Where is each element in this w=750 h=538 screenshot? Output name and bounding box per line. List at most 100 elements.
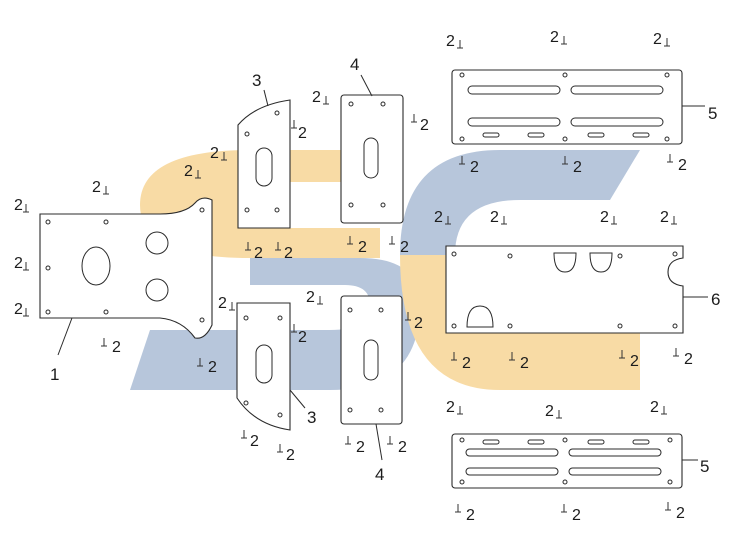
svg-text:2: 2 bbox=[520, 355, 529, 372]
svg-text:2: 2 bbox=[466, 507, 475, 524]
svg-text:2: 2 bbox=[550, 29, 559, 46]
bolt-callout: 2 bbox=[667, 154, 687, 174]
svg-text:2: 2 bbox=[210, 145, 219, 162]
svg-text:2: 2 bbox=[306, 289, 315, 306]
bolt-callout: 2 bbox=[562, 156, 582, 176]
bolt-callout: 2 bbox=[345, 436, 365, 456]
bolt-callout: 2 bbox=[92, 179, 109, 196]
bolt-callout: 2 bbox=[245, 242, 263, 262]
part-5-lower-slot-1 bbox=[465, 448, 559, 457]
svg-text:2: 2 bbox=[400, 239, 409, 256]
svg-text:2: 2 bbox=[600, 209, 609, 226]
bolt-callout: 2 bbox=[650, 399, 667, 416]
part-3-upper-label: 3 bbox=[252, 71, 261, 90]
part-1-mount-holes bbox=[45, 207, 205, 323]
part-4-upper-bracket: 4 bbox=[340, 55, 404, 224]
svg-text:2: 2 bbox=[14, 197, 23, 214]
bolt-callout: 2 bbox=[459, 156, 479, 176]
part-3-upper-bracket: 3 bbox=[237, 71, 291, 229]
svg-text:2: 2 bbox=[184, 163, 193, 180]
part-6-plate: 6 bbox=[445, 245, 720, 334]
bolt-callout: 2 bbox=[389, 236, 409, 256]
part-5-lower-slot-2 bbox=[568, 448, 662, 457]
svg-text:2: 2 bbox=[14, 301, 23, 318]
svg-text:2: 2 bbox=[676, 505, 685, 522]
bolt-callout: 2 bbox=[446, 399, 463, 416]
svg-text:2: 2 bbox=[650, 399, 659, 416]
part-4-lower-bracket: 4 bbox=[340, 295, 403, 484]
part-6-outline bbox=[445, 245, 684, 334]
svg-text:2: 2 bbox=[684, 351, 693, 368]
svg-text:2: 2 bbox=[470, 159, 479, 176]
bolt-callout: 2 bbox=[561, 504, 581, 524]
svg-text:2: 2 bbox=[218, 295, 227, 312]
part-3-upper-slot bbox=[255, 147, 273, 187]
part-5-upper-label: 5 bbox=[708, 104, 717, 123]
svg-text:2: 2 bbox=[678, 157, 687, 174]
svg-text:2: 2 bbox=[572, 507, 581, 524]
svg-text:2: 2 bbox=[630, 353, 639, 370]
bolt-callout: 2 bbox=[550, 29, 567, 46]
bolt-callout: 2 bbox=[434, 209, 451, 226]
bolt-callout: 2 bbox=[210, 145, 227, 162]
bolt-callout: 2 bbox=[291, 120, 307, 142]
bolt-callout: 2 bbox=[405, 312, 423, 332]
part-5-lower-slot-3 bbox=[465, 467, 559, 476]
bolt-callout: 2 bbox=[490, 209, 507, 226]
svg-text:2: 2 bbox=[573, 159, 582, 176]
svg-text:2: 2 bbox=[312, 89, 321, 106]
svg-text:2: 2 bbox=[286, 447, 295, 464]
part-3-lower-slot bbox=[255, 344, 273, 384]
bolt-callout: 2 bbox=[673, 348, 693, 368]
bolt-callout: 2 bbox=[218, 295, 235, 312]
part-6-label: 6 bbox=[711, 290, 720, 309]
bolt-callout: 2 bbox=[653, 31, 670, 48]
bolt-callout: 2 bbox=[312, 89, 329, 106]
bolt-callout: 2 bbox=[184, 163, 201, 180]
svg-text:2: 2 bbox=[420, 117, 429, 134]
svg-text:2: 2 bbox=[250, 433, 259, 450]
bolt-callout: 2 bbox=[14, 301, 29, 318]
svg-text:2: 2 bbox=[414, 315, 423, 332]
svg-text:2: 2 bbox=[490, 209, 499, 226]
part-6-cutout-2 bbox=[589, 252, 613, 273]
bolt-callout: 2 bbox=[451, 352, 471, 372]
bolt-callout: 2 bbox=[387, 436, 407, 456]
bolt-callout: 2 bbox=[411, 114, 429, 134]
svg-text:2: 2 bbox=[358, 239, 367, 256]
svg-text:2: 2 bbox=[462, 355, 471, 372]
bolt-callouts: 2 2 2 2 2 2 2 2 2 2 2 2 2 2 2 2 2 2 2 2 … bbox=[14, 29, 693, 524]
svg-text:2: 2 bbox=[92, 179, 101, 196]
bolt-callout: 2 bbox=[14, 197, 29, 214]
svg-text:2: 2 bbox=[398, 439, 407, 456]
bolt-callout: 2 bbox=[619, 350, 639, 370]
bolt-callout: 2 bbox=[306, 289, 323, 306]
part-4-upper-slot bbox=[363, 137, 379, 179]
part-5-upper-slot-2 bbox=[570, 85, 664, 95]
svg-text:2: 2 bbox=[434, 209, 443, 226]
svg-text:2: 2 bbox=[284, 245, 293, 262]
bolt-callout: 2 bbox=[545, 403, 562, 420]
part-3-lower-bracket: 3 bbox=[236, 302, 316, 431]
svg-text:2: 2 bbox=[298, 125, 307, 142]
part-1-outline bbox=[39, 197, 213, 339]
bolt-callout: 2 bbox=[446, 33, 463, 50]
svg-text:2: 2 bbox=[208, 359, 217, 376]
bolt-callout: 2 bbox=[347, 236, 367, 256]
svg-text:2: 2 bbox=[254, 245, 263, 262]
bolt-callout: 2 bbox=[665, 502, 685, 522]
bolt-callout: 2 bbox=[600, 209, 617, 226]
part-1-label: 1 bbox=[50, 365, 59, 384]
part-3-lower-label: 3 bbox=[307, 408, 316, 427]
part-5-lower-plate: 5 bbox=[451, 433, 709, 489]
bolt-callout: 2 bbox=[101, 338, 121, 356]
part-1-round-hole-bottom bbox=[145, 278, 169, 302]
bolt-callout: 2 bbox=[660, 209, 677, 226]
part-6-cutout-3 bbox=[466, 305, 494, 328]
bolt-callout: 2 bbox=[455, 504, 475, 524]
part-4-lower-label: 4 bbox=[375, 465, 384, 484]
bolt-callout: 2 bbox=[241, 430, 259, 450]
svg-text:2: 2 bbox=[112, 339, 121, 356]
svg-text:2: 2 bbox=[660, 209, 669, 226]
